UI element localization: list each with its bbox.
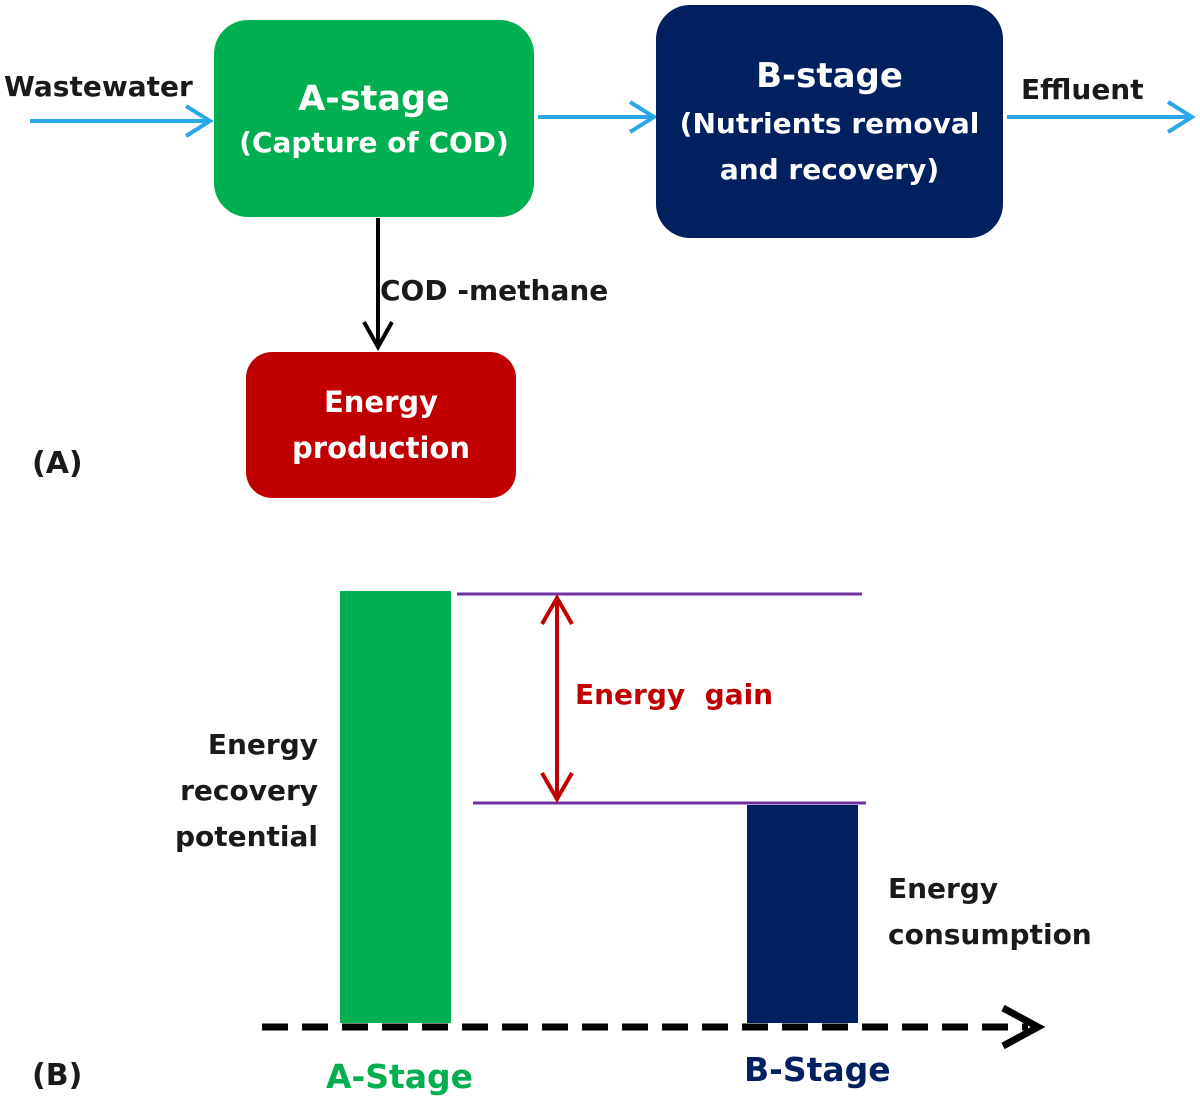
panel-b-label: (B) <box>32 1058 83 1093</box>
wastewater-label: Wastewater <box>4 70 193 103</box>
b-stage-axis-label: B-Stage <box>744 1050 891 1089</box>
energy-production-box: Energy production <box>246 352 516 498</box>
energy-gain-label: Energy gain <box>575 678 774 711</box>
recovery-label-line3: potential <box>174 820 318 853</box>
b-stage-subtitle-line1: (Nutrients removal <box>679 106 980 140</box>
energy-consumption-label: Energy consumption <box>888 866 1092 958</box>
consumption-label-line2: consumption <box>888 918 1092 951</box>
recovery-label-line1: Energy <box>207 728 318 761</box>
a-stage-title: A-stage <box>298 78 450 119</box>
a-to-b-flow-arrow <box>538 100 658 134</box>
wastewater-flow-arrow <box>30 104 214 138</box>
a-stage-subtitle: (Capture of COD) <box>239 125 509 159</box>
b-stage-subtitle-line2: and recovery) <box>719 152 940 186</box>
energy-production-line1: Energy <box>323 385 439 419</box>
energy-production-line2: production <box>292 431 470 465</box>
recovery-label-line2: recovery <box>180 774 318 807</box>
b-stage-bar <box>747 805 858 1023</box>
consumption-label-line1: Energy <box>888 872 999 905</box>
effluent-flow-arrow <box>1007 100 1196 134</box>
effluent-label: Effluent <box>1021 73 1144 106</box>
a-stage-bar <box>340 591 451 1023</box>
a-stage-box: A-stage (Capture of COD) <box>214 20 534 217</box>
b-stage-title: B-stage <box>756 55 903 96</box>
cod-methane-arrow <box>362 218 394 352</box>
energy-gain-arrow <box>540 593 574 804</box>
panel-a-label: (A) <box>32 446 83 481</box>
a-stage-axis-label: A-Stage <box>326 1057 474 1096</box>
b-stage-box: B-stage (Nutrients removal and recovery) <box>656 5 1003 238</box>
x-axis-dashed-arrow <box>262 1004 1046 1050</box>
energy-recovery-potential-label: Energy recovery potential <box>150 722 318 860</box>
cod-methane-label: COD -methane <box>380 274 609 307</box>
